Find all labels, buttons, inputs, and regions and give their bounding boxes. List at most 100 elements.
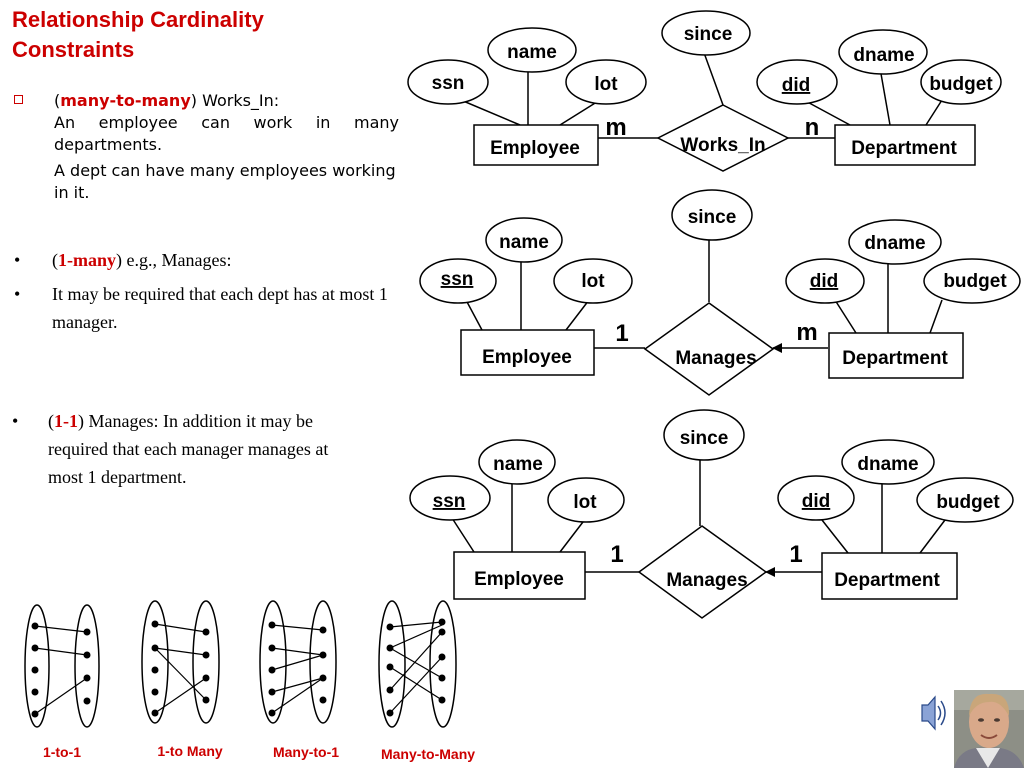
attr-since bbox=[663, 409, 745, 461]
entity-department-label: Department bbox=[851, 138, 957, 159]
connector-line bbox=[925, 99, 943, 126]
attr-name-label: name bbox=[493, 454, 543, 475]
bullet-one-to-many-text: (1-many) e.g., Manages: bbox=[52, 246, 392, 274]
mapping-many-to-many bbox=[378, 600, 457, 728]
attr-lot bbox=[547, 477, 625, 523]
many-to-many-explanation-2: A dept can have many employees working i… bbox=[54, 161, 396, 202]
range-oval bbox=[192, 600, 220, 724]
attr-name bbox=[478, 439, 556, 485]
attr-budget-label: budget bbox=[936, 492, 1000, 513]
connector-line bbox=[834, 299, 857, 334]
attr-name bbox=[487, 27, 577, 73]
attr-since-label: since bbox=[684, 24, 733, 45]
connector-line bbox=[559, 99, 601, 126]
domain-oval bbox=[141, 600, 169, 724]
attr-ssn-label: ssn bbox=[432, 73, 465, 94]
entity-employee bbox=[453, 551, 586, 600]
speaker-icon[interactable] bbox=[921, 695, 946, 731]
attr-name-label: name bbox=[507, 42, 557, 63]
attr-lot-label: lot bbox=[594, 74, 618, 95]
connector-line bbox=[929, 299, 943, 334]
cardinality-left: 1 bbox=[615, 320, 628, 347]
mapping-dots bbox=[31, 618, 446, 718]
er-diagram-manages-one-to-one bbox=[409, 409, 1014, 619]
attr-since-label: since bbox=[680, 428, 729, 449]
mapping-label-many-to-one: Many-to-1 bbox=[273, 744, 339, 760]
mapping-one-to-one bbox=[24, 604, 100, 728]
attr-ssn bbox=[419, 258, 497, 304]
entity-employee bbox=[473, 124, 599, 166]
connector-line bbox=[465, 299, 483, 331]
domain-oval bbox=[259, 600, 287, 724]
entity-employee-label: Employee bbox=[474, 569, 564, 590]
entity-department bbox=[821, 552, 958, 600]
attr-did bbox=[785, 258, 865, 304]
attr-lot-label: lot bbox=[581, 271, 605, 292]
attr-name-label: name bbox=[499, 232, 549, 253]
entity-department bbox=[828, 332, 964, 379]
attr-dname bbox=[848, 219, 942, 265]
manages-label: ) e.g., Manages: bbox=[116, 250, 232, 270]
attr-budget-label: budget bbox=[943, 271, 1007, 292]
title-line-2: Constraints bbox=[12, 37, 135, 62]
connector-line bbox=[702, 49, 724, 106]
entity-employee bbox=[460, 329, 595, 376]
entity-department bbox=[834, 124, 976, 166]
attr-ssn-label: ssn bbox=[433, 491, 466, 512]
presenter-photo bbox=[954, 690, 1024, 768]
relationship-works-in bbox=[656, 104, 790, 172]
attr-dname bbox=[841, 439, 935, 485]
cardinality-left: m bbox=[605, 114, 626, 141]
attr-ssn-label: ssn bbox=[441, 269, 474, 290]
cardinality-right: 1 bbox=[789, 541, 802, 568]
bullet-many-to-many-heading: (many-to-many) Works_In: bbox=[54, 90, 399, 112]
attr-lot-label: lot bbox=[573, 492, 597, 513]
slide-title: Relationship Cardinality Constraints bbox=[12, 5, 372, 65]
relationship-manages bbox=[643, 302, 775, 396]
attr-did-label: did bbox=[802, 491, 831, 512]
mapping-many-to-one bbox=[259, 600, 337, 724]
connector-line bbox=[565, 299, 590, 331]
square-bullet-icon bbox=[14, 95, 23, 104]
connector-line bbox=[919, 519, 946, 554]
connector-line bbox=[821, 519, 849, 554]
many-to-many-term: many-to-many bbox=[60, 91, 191, 110]
one-to-one-description: ) Manages: In addition it may be require… bbox=[48, 411, 329, 487]
title-line-1: Relationship Cardinality bbox=[12, 7, 264, 32]
attr-ssn bbox=[407, 59, 489, 105]
attr-since-label: since bbox=[688, 207, 737, 228]
entity-department-label: Department bbox=[842, 348, 948, 369]
er-diagram-works-in bbox=[407, 10, 1002, 172]
relationship-manages-label: Manages bbox=[666, 570, 747, 591]
attr-lot bbox=[565, 59, 647, 105]
connector-line bbox=[879, 67, 891, 126]
bullet-many-to-many: (many-to-many) Works_In: An employee can… bbox=[14, 90, 399, 204]
domain-oval bbox=[24, 604, 50, 728]
attr-did bbox=[777, 475, 855, 521]
connector-line bbox=[451, 517, 475, 553]
entity-department-label: Department bbox=[834, 570, 940, 591]
many-to-many-explanation-1: An employee can work in many departments… bbox=[54, 113, 399, 154]
paren-open: ( bbox=[54, 91, 61, 110]
cardinality-left: 1 bbox=[610, 541, 623, 568]
relationship-manages bbox=[637, 525, 768, 619]
attr-budget bbox=[920, 59, 1002, 105]
attr-since bbox=[671, 189, 753, 241]
connector-line bbox=[559, 517, 587, 553]
bullet-one-to-one-text: (1-1) Manages: In addition it may be req… bbox=[48, 407, 366, 491]
range-oval bbox=[309, 600, 337, 724]
cardinality-right: m bbox=[796, 319, 817, 346]
paren-open: ( bbox=[52, 250, 58, 270]
attr-ssn bbox=[409, 475, 491, 521]
attr-dname-label: dname bbox=[864, 233, 925, 254]
range-oval bbox=[429, 600, 457, 728]
attr-did bbox=[756, 59, 838, 105]
mapping-label-many-to-many: Many-to-Many bbox=[381, 746, 475, 762]
works-in-label: ) Works_In: bbox=[190, 91, 280, 110]
attr-dname-label: dname bbox=[853, 45, 914, 66]
bullet-one-manager-text: It may be required that each dept has at… bbox=[52, 284, 388, 332]
paren-open: ( bbox=[48, 411, 54, 431]
attr-budget-label: budget bbox=[929, 74, 993, 95]
bullet-dot: • bbox=[14, 284, 21, 304]
one-to-one-term: 1-1 bbox=[54, 411, 78, 431]
